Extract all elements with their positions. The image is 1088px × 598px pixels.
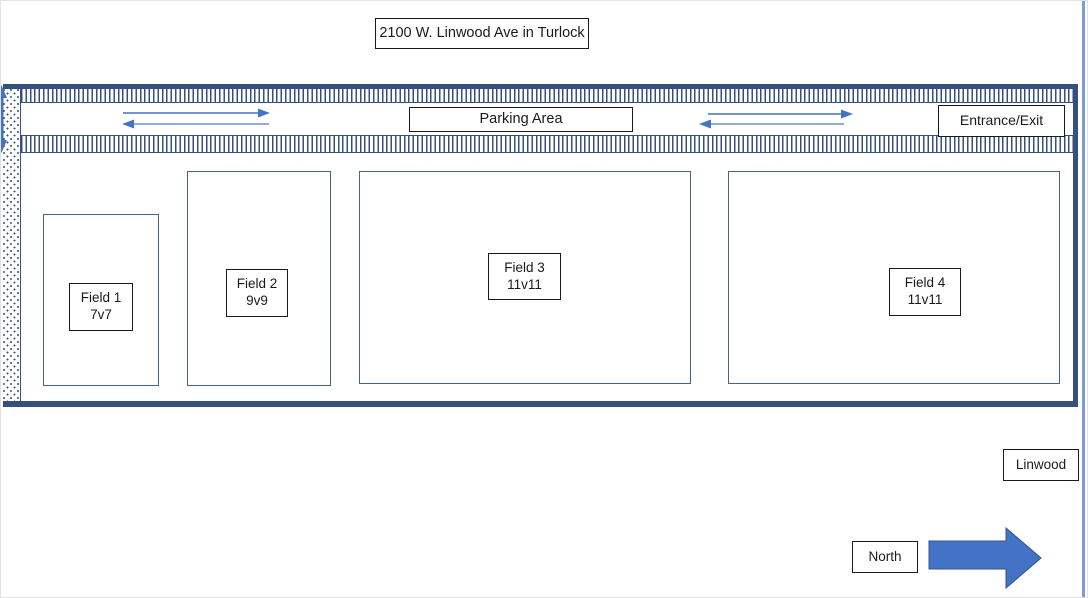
side-road-arrow-icon [1, 85, 7, 153]
field-4-name: Field 4 [904, 275, 946, 291]
field-2-format: 9v9 [246, 293, 268, 308]
street-label: Linwood [1015, 456, 1067, 472]
walkway-dotted-strip [3, 89, 21, 401]
parking-strip-top [21, 89, 1073, 103]
field-4-format: 11v11 [907, 292, 943, 307]
field-1-label-box: Field 1 7v7 [69, 283, 133, 331]
two-way-traffic-arrows-right-icon [699, 109, 853, 129]
field-2-name: Field 2 [236, 276, 278, 292]
field-1-format: 7v7 [90, 307, 112, 322]
address-title: 2100 W. Linwood Ave in Turlock [379, 25, 585, 42]
entrance-exit-box: Entrance/Exit [938, 105, 1065, 137]
address-title-box: 2100 W. Linwood Ave in Turlock [375, 18, 589, 49]
parking-strip-bottom [21, 135, 1073, 153]
field-3-name: Field 3 [504, 259, 545, 275]
facility-boundary [3, 84, 1078, 407]
street-label-box: Linwood [1003, 449, 1079, 481]
field-4-label-box: Field 4 11v11 [889, 268, 961, 316]
two-way-traffic-arrows-left-icon [122, 108, 270, 129]
north-label-box: North [852, 541, 918, 573]
field-1-name: Field 1 [80, 290, 122, 306]
field-3-format: 11v11 [507, 276, 542, 292]
parking-area-label: Parking Area [479, 111, 563, 128]
north-arrow-icon [928, 526, 1042, 590]
field-2-label-box: Field 2 9v9 [226, 269, 288, 317]
parking-area-box: Parking Area [409, 107, 633, 132]
field-3-label-box: Field 3 11v11 [488, 253, 561, 300]
entrance-exit-label: Entrance/Exit [959, 112, 1044, 129]
north-label: North [868, 548, 902, 564]
page-edge-line [1082, 1, 1085, 597]
